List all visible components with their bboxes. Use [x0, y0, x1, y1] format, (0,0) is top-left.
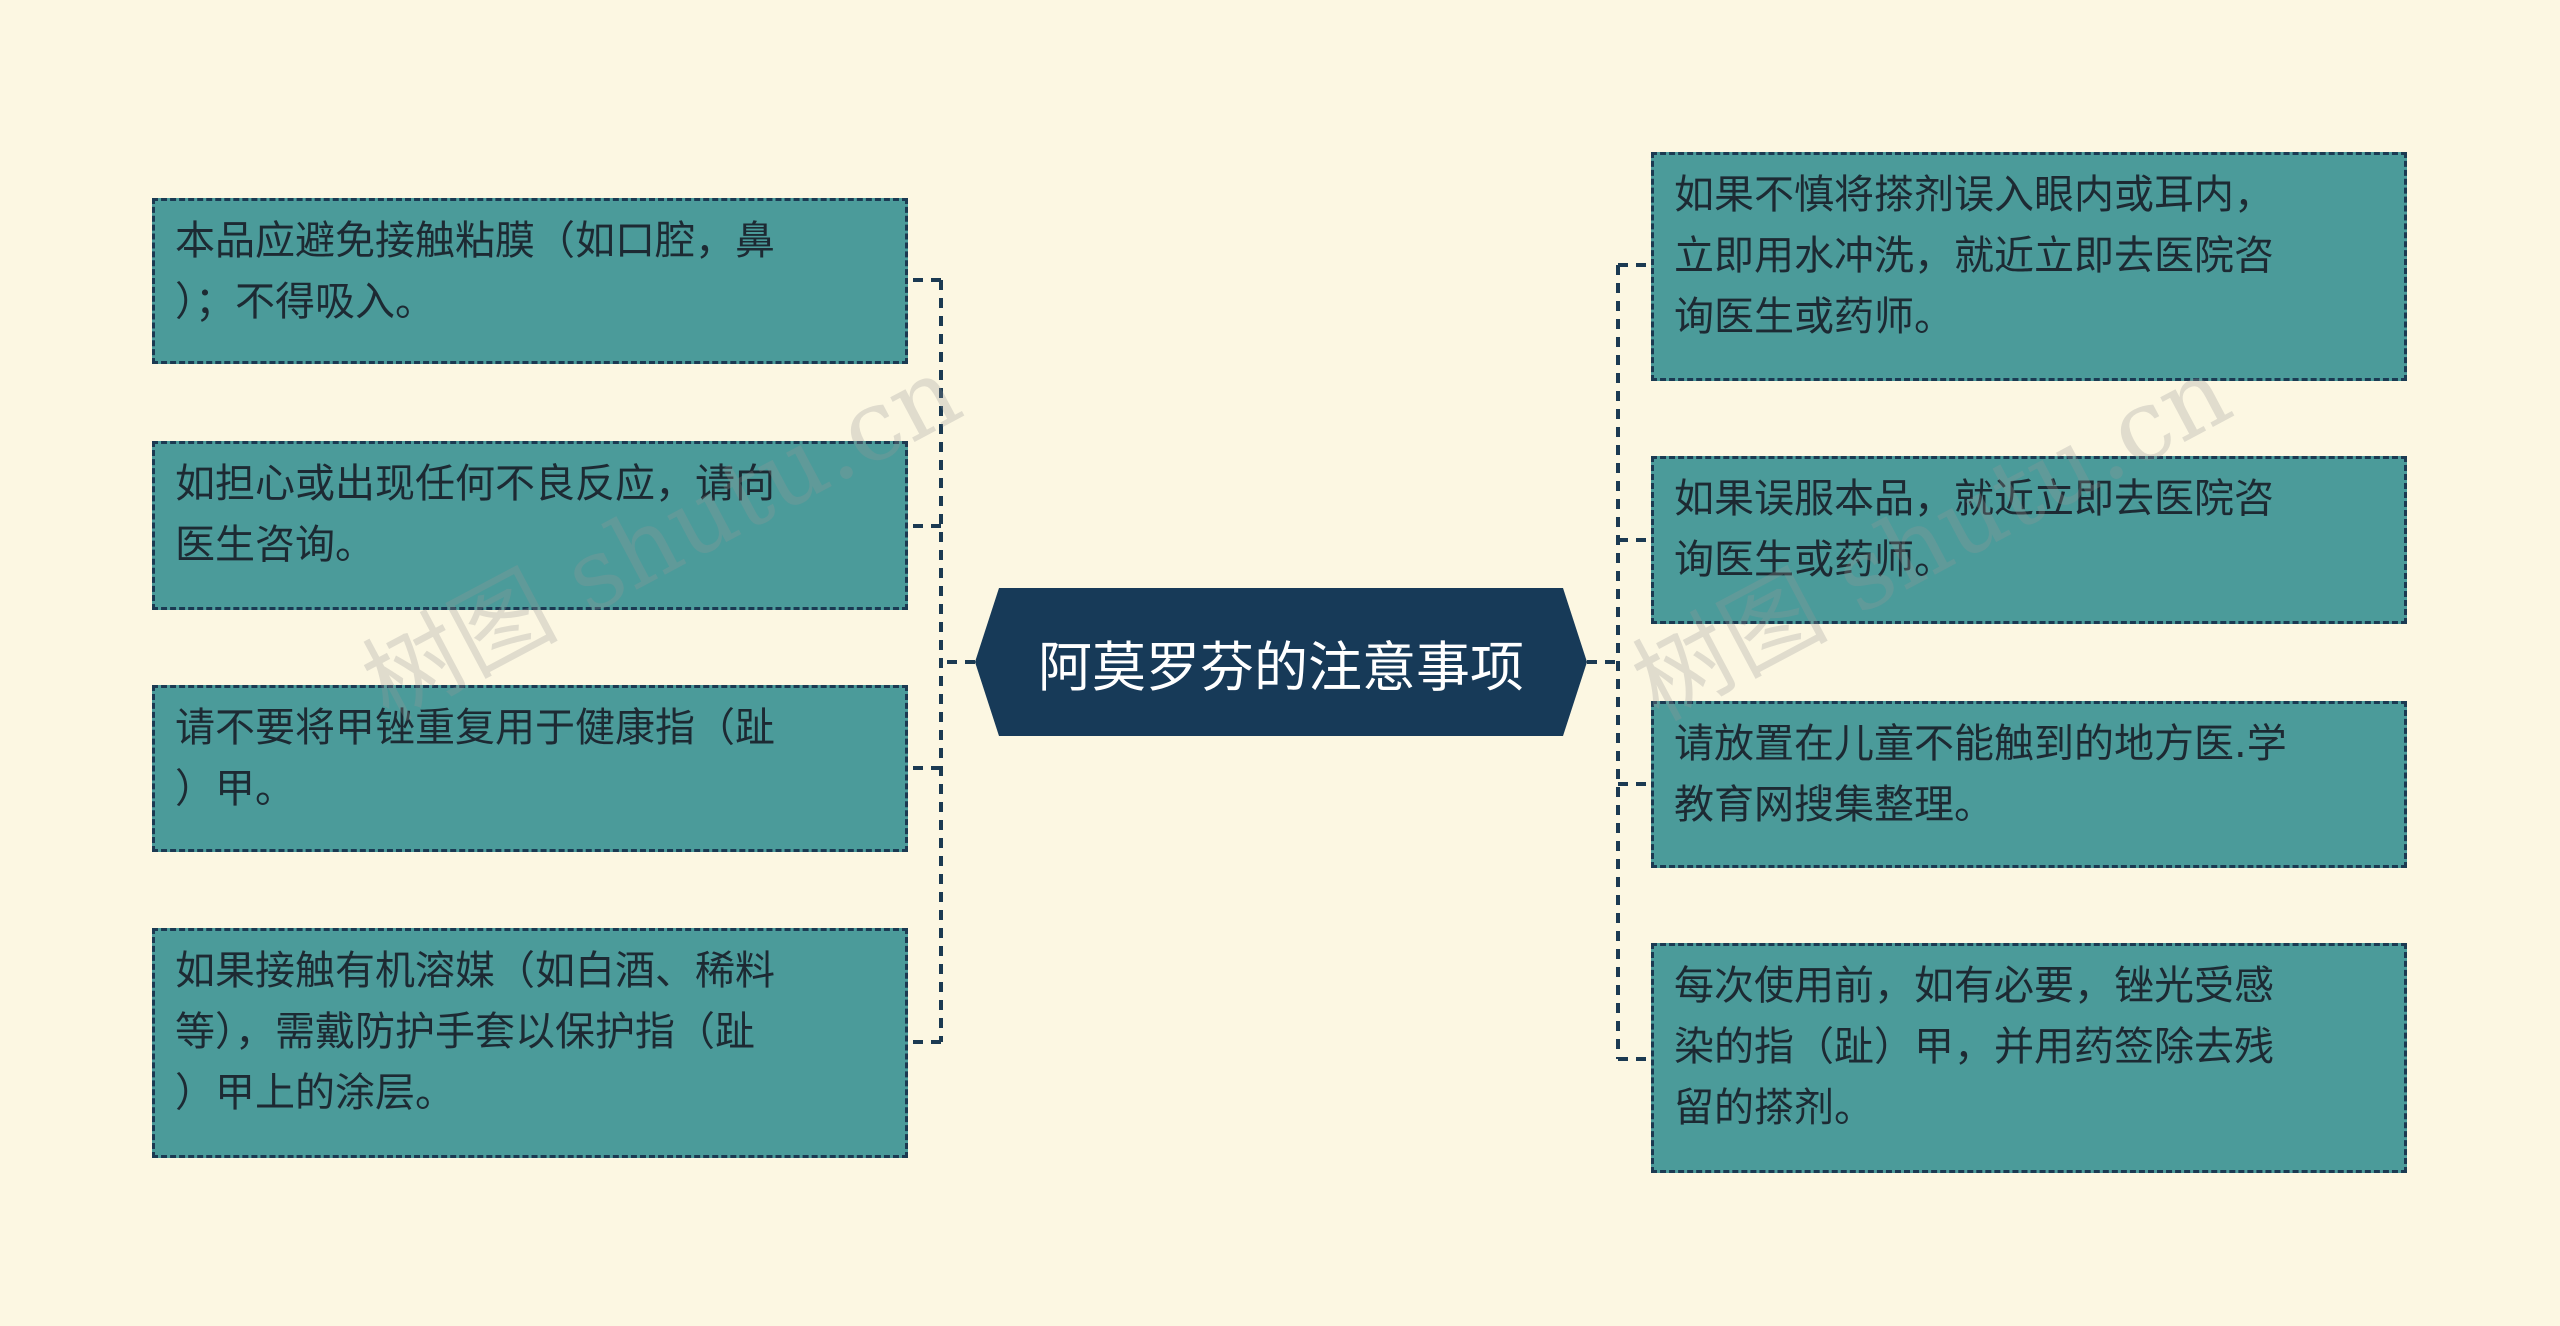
central-topic-label: 阿莫罗芬的注意事项 — [1038, 635, 1524, 699]
central-topic-shape — [975, 588, 1587, 736]
topic-left-4[interactable]: 如果接触有机溶媒（如白酒、稀料 等），需戴防护手套以保护指（趾 ）甲上的涂层。 — [152, 928, 908, 1158]
topic-left-3[interactable]: 请不要将甲锉重复用于健康指（趾 ）甲。 — [152, 685, 908, 852]
topic-left-1[interactable]: 本品应避免接触粘膜（如口腔，鼻 ）；不得吸入。 — [152, 198, 908, 364]
topic-right-1[interactable]: 如果不慎将搽剂误入眼内或耳内， 立即用水冲洗，就近立即去医院咨 询医生或药师。 — [1651, 152, 2407, 381]
topic-left-2[interactable]: 如担心或出现任何不良反应，请向 医生咨询。 — [152, 441, 908, 610]
topic-right-4[interactable]: 每次使用前，如有必要，锉光受感 染的指（趾）甲，并用药签除去残 留的搽剂。 — [1651, 943, 2407, 1173]
topic-right-3[interactable]: 请放置在儿童不能触到的地方医.学 教育网搜集整理。 — [1651, 701, 2407, 868]
central-topic[interactable]: 阿莫罗芬的注意事项 — [975, 588, 1587, 736]
topic-right-2[interactable]: 如果误服本品，就近立即去医院咨 询医生或药师。 — [1651, 456, 2407, 624]
